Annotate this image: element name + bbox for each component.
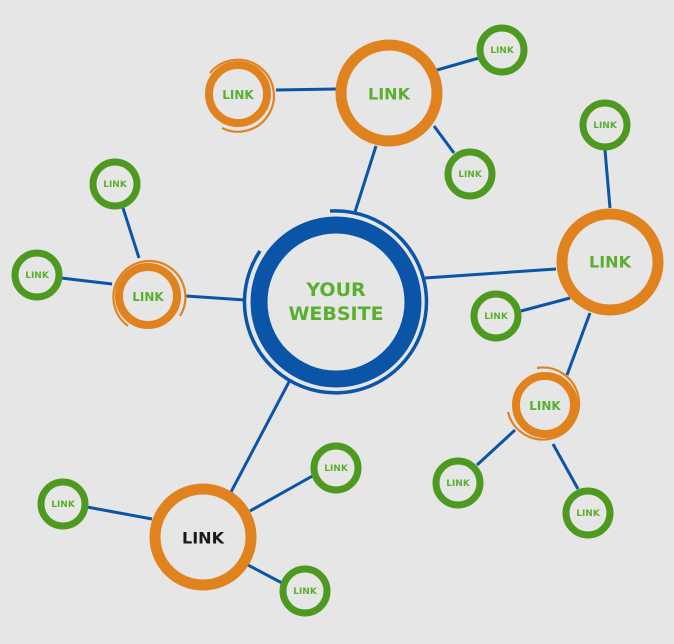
hub-bottom-label: LINK: [182, 529, 225, 548]
leaf-ring: [89, 158, 141, 210]
leaf-node-right-mid[interactable]: LINK: [470, 290, 522, 342]
center-outer-arc: [242, 209, 429, 395]
hub-left-ring: [115, 263, 181, 329]
leaf-label: LINK: [490, 46, 515, 56]
hub-node-right[interactable]: LINK: [556, 208, 664, 316]
hub-top-left-label: LINK: [222, 88, 254, 102]
leaf-label: LINK: [446, 479, 471, 489]
leaf-node-right-lower-left[interactable]: LINK: [432, 457, 484, 509]
edge-top-leaf1: [436, 56, 480, 72]
hub-right-lower-label: LINK: [529, 399, 561, 413]
leaf-ring: [562, 487, 614, 539]
leaf-node-left-upper[interactable]: LINK: [89, 158, 141, 210]
hub-right-ring: [556, 208, 664, 316]
leaf-ring: [579, 99, 631, 151]
center-ring: [250, 216, 422, 388]
hub-right-label: LINK: [589, 253, 632, 272]
leaf-node-right-lower-right[interactable]: LINK: [562, 487, 614, 539]
hub-node-top-left[interactable]: LINK: [205, 58, 276, 133]
leaf-ring: [11, 249, 63, 301]
edge-right-rightlower: [565, 312, 592, 376]
edge-left-leaffar: [60, 276, 113, 286]
hub-top-left-arc: [209, 58, 276, 133]
leaf-label: LINK: [103, 180, 128, 190]
hub-top-ring: [335, 39, 443, 147]
edges: [60, 56, 612, 585]
hub-bottom-ring: [149, 483, 257, 591]
leaf-ring: [470, 290, 522, 342]
leaf-node-bottom-right-up[interactable]: LINK: [310, 442, 362, 494]
leaf-ring: [37, 478, 89, 530]
edge-right-leaftop: [603, 149, 612, 209]
edge-rightlower-leafleft: [475, 428, 517, 467]
hub-node-right-lower[interactable]: LINK: [506, 366, 581, 441]
edge-bottom-leafrightup: [249, 472, 317, 513]
edge-center-top: [353, 145, 378, 213]
hub-right-lower-arc: [506, 366, 581, 441]
edge-bottom-leafrightdown: [247, 563, 283, 585]
leaf-label: LINK: [25, 271, 50, 281]
leaf-node-top-right-2[interactable]: LINK: [444, 148, 496, 200]
hub-node-bottom[interactable]: LINK: [149, 483, 257, 591]
leaf-node-top-right-1[interactable]: LINK: [476, 24, 528, 76]
hub-top-left-ring: [205, 61, 271, 127]
edge-top-topleft: [275, 87, 337, 92]
leaf-ring: [279, 565, 331, 617]
edge-bottom-leafleft: [86, 505, 153, 521]
leaf-node-right-top[interactable]: LINK: [579, 99, 631, 151]
edge-center-bottom: [229, 379, 292, 493]
leaf-label: LINK: [484, 312, 509, 322]
leaf-ring: [432, 457, 484, 509]
leaf-label: LINK: [576, 509, 601, 519]
hub-top-label: LINK: [368, 85, 411, 104]
leaf-ring: [476, 24, 528, 76]
leaf-node-bottom-left[interactable]: LINK: [37, 478, 89, 530]
edge-top-leaf2: [432, 125, 456, 154]
hub-left-label: LINK: [132, 290, 164, 304]
leaf-label: LINK: [293, 587, 318, 597]
leaf-label: LINK: [51, 500, 76, 510]
edge-center-right: [424, 267, 557, 280]
edge-rightlower-leafright: [551, 443, 580, 490]
leaf-ring: [444, 148, 496, 200]
edge-left-leafupper: [121, 207, 141, 259]
center-node-your-website[interactable]: YOUR WEBSITE: [242, 209, 429, 395]
leaf-node-bottom-right-down[interactable]: LINK: [279, 565, 331, 617]
leaf-label: LINK: [324, 464, 349, 474]
hub-left-arc: [112, 259, 187, 327]
edge-right-leafmid: [520, 296, 571, 313]
hub-node-top[interactable]: LINK: [335, 39, 443, 147]
hub-right-lower-ring: [512, 372, 578, 438]
leaf-node-left-far[interactable]: LINK: [11, 249, 63, 301]
leaf-label: LINK: [458, 170, 483, 180]
leaf-label: LINK: [593, 121, 618, 131]
center-label-line2: WEBSITE: [288, 303, 383, 325]
leaf-ring: [310, 442, 362, 494]
edge-center-left: [185, 294, 246, 302]
hub-node-left[interactable]: LINK: [112, 259, 187, 329]
center-label-line1: YOUR: [305, 279, 366, 301]
